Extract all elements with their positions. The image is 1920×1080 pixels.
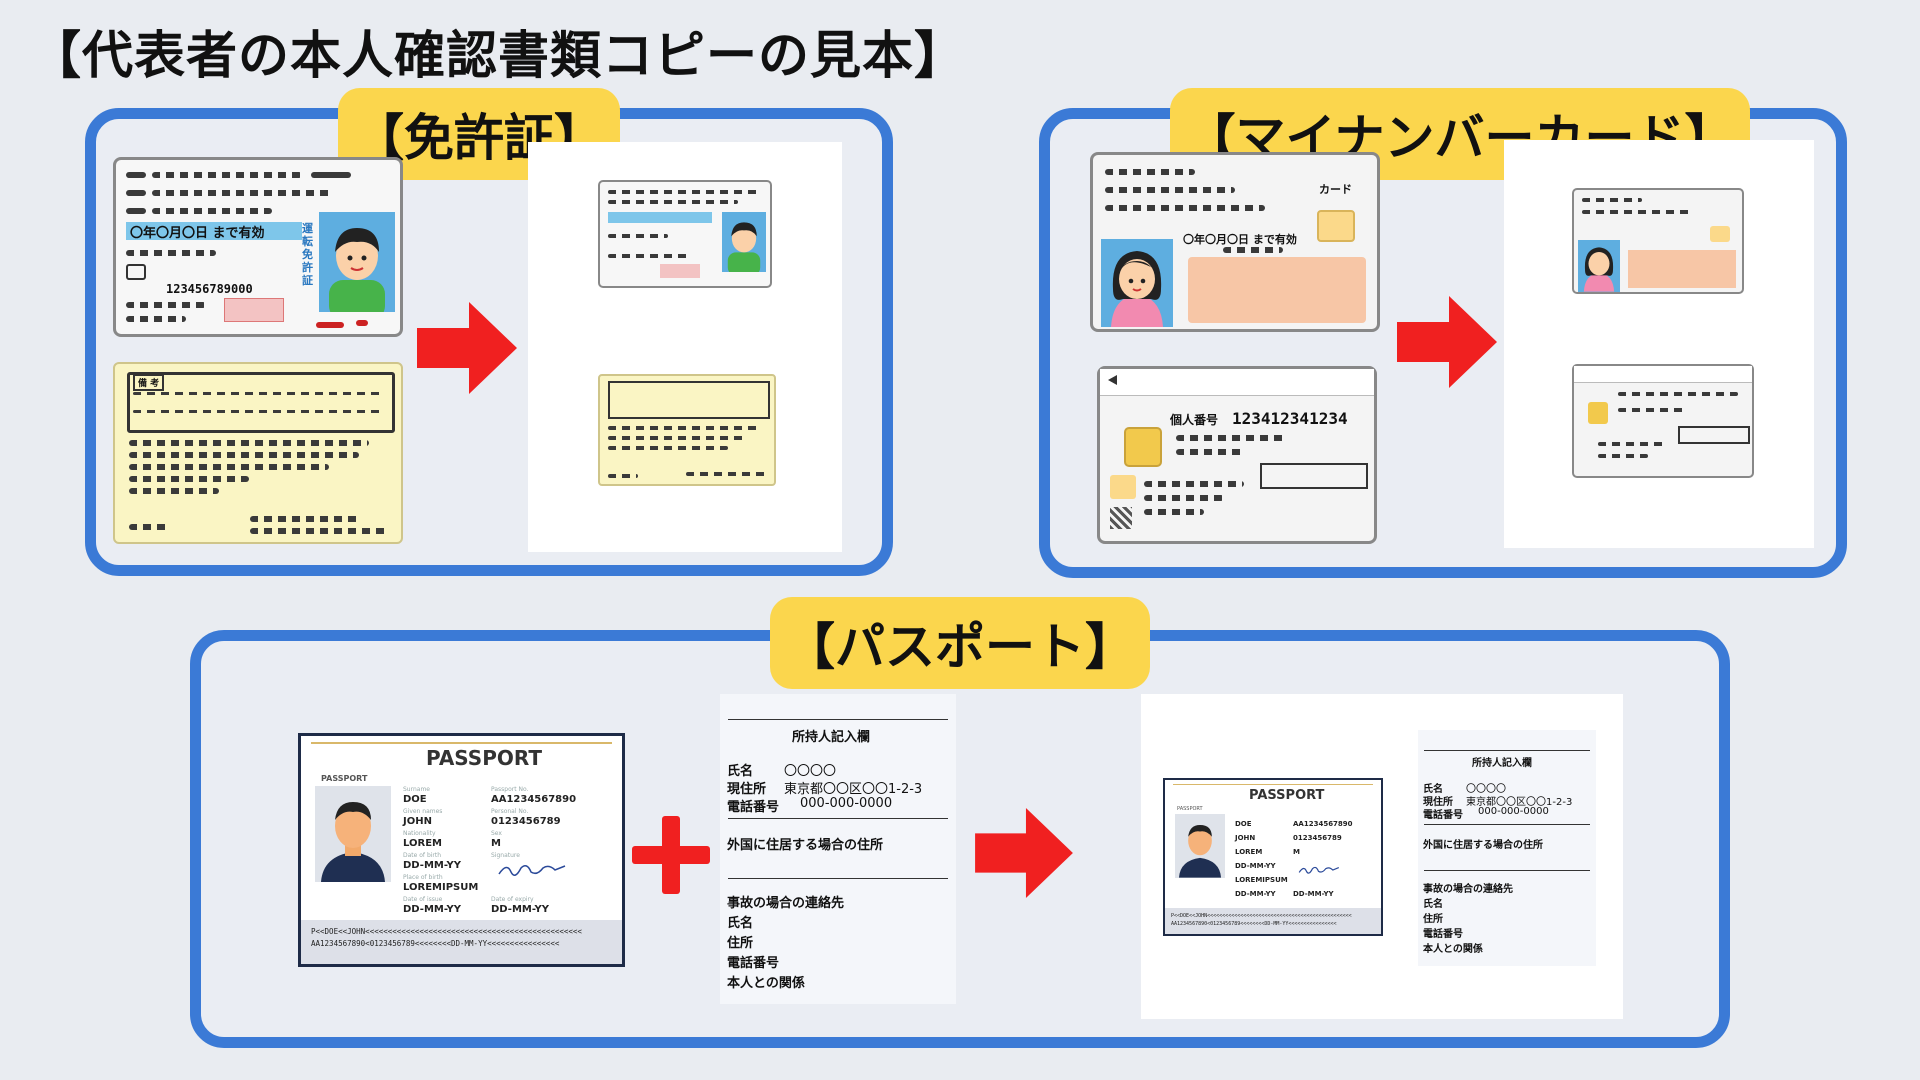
passport-copy-dob: DD-MM-YY bbox=[1235, 862, 1276, 870]
passport-copy-personal: 0123456789 bbox=[1293, 834, 1342, 842]
passport-title: PASSPORT bbox=[426, 746, 543, 770]
passport-mrz-line1: P<<DOE<<JOHN<<<<<<<<<<<<<<<<<<<<<<<<<<<<… bbox=[311, 927, 582, 936]
passport-copy-mrz: P<<DOE<<JOHN<<<<<<<<<<<<<<<<<<<<<<<<<<<<… bbox=[1165, 908, 1381, 934]
form-copy-address-label: 現住所 bbox=[1423, 797, 1453, 808]
form-phone-label: 電話番号 bbox=[727, 800, 780, 815]
mynumber-number: 123412341234 bbox=[1232, 409, 1348, 428]
form-copy-e-address: 住所 bbox=[1423, 914, 1443, 925]
license-number: 123456789000 bbox=[166, 282, 253, 296]
passport-copy-small: PASSPORT bbox=[1177, 806, 1203, 812]
passport-copy-given: JOHN bbox=[1235, 834, 1256, 842]
passport-place: LOREMIPSUM bbox=[403, 882, 479, 893]
passport-surname: DOE bbox=[403, 794, 427, 805]
passport-copy-place: LOREMIPSUM bbox=[1235, 876, 1288, 884]
license-back-card: 備 考 bbox=[113, 362, 403, 544]
passport-copy-sex: M bbox=[1293, 848, 1300, 856]
holder-form-copy: 所持人記入欄 氏名 〇〇〇〇 現住所 東京都〇〇区〇〇1-2-3 電話番号 00… bbox=[1418, 730, 1596, 966]
passport-mrz: P<<DOE<<JOHN<<<<<<<<<<<<<<<<<<<<<<<<<<<<… bbox=[301, 920, 622, 964]
passport-mrz-line2: AA1234567890<0123456789<<<<<<<<DD-MM-YY<… bbox=[311, 939, 560, 948]
passport-copy-number: AA1234567890 bbox=[1293, 820, 1353, 828]
mynumber-number-label: 個人番号 bbox=[1170, 413, 1219, 427]
mynumber-back-card: 個人番号 123412341234 bbox=[1097, 366, 1377, 544]
passport-copy-mrz2: AA1234567890<0123456789<<<<<<<<DD-MM-YY<… bbox=[1171, 921, 1337, 927]
passport-document-copy: PASSPORT PASSPORT DOE JOHN LOREM DD-MM-Y… bbox=[1163, 778, 1383, 936]
license-back-label: 備 考 bbox=[133, 374, 165, 391]
mynumber-photo bbox=[1101, 239, 1173, 327]
form-e-address: 住所 bbox=[727, 936, 754, 951]
form-copy-e-phone: 電話番号 bbox=[1423, 929, 1463, 940]
passport-given: JOHN bbox=[403, 816, 432, 827]
license-front-card: 〇年〇月〇日 まで有効 123456789000 運転免許証 bbox=[113, 157, 403, 337]
form-foreign-address: 外国に住居する場合の住所 bbox=[727, 838, 884, 853]
passport-copy-title: PASSPORT bbox=[1249, 788, 1325, 803]
passport-arrow-icon bbox=[975, 808, 1073, 898]
form-copy-emergency: 事故の場合の連絡先 bbox=[1423, 884, 1513, 895]
mynumber-front-copy bbox=[1572, 188, 1744, 294]
form-copy-foreign: 外国に住居する場合の住所 bbox=[1423, 840, 1543, 851]
passport-sex: M bbox=[491, 838, 501, 849]
license-arrow-icon bbox=[417, 302, 517, 394]
passport-copy-mrz1: P<<DOE<<JOHN<<<<<<<<<<<<<<<<<<<<<<<<<<<<… bbox=[1171, 913, 1352, 919]
form-copy-heading: 所持人記入欄 bbox=[1472, 758, 1532, 769]
mynumber-copy-paper bbox=[1504, 140, 1814, 548]
form-emergency: 事故の場合の連絡先 bbox=[727, 896, 845, 911]
passport-copy-expiry: DD-MM-YY bbox=[1293, 890, 1334, 898]
form-address-label: 現住所 bbox=[727, 782, 767, 797]
license-photo bbox=[319, 212, 395, 312]
plus-icon bbox=[632, 816, 710, 894]
form-phone-value: 000-000-0000 bbox=[800, 796, 893, 811]
passport-signature-icon bbox=[498, 865, 566, 876]
passport-number: AA1234567890 bbox=[491, 794, 577, 805]
form-e-phone: 電話番号 bbox=[727, 956, 780, 971]
form-copy-e-name: 氏名 bbox=[1423, 899, 1443, 910]
form-e-relation: 本人との関係 bbox=[727, 976, 805, 991]
form-copy-phone-value: 000-000-0000 bbox=[1478, 806, 1549, 817]
license-copy-paper bbox=[528, 142, 842, 552]
form-name-value: 〇〇〇〇 bbox=[784, 764, 837, 779]
form-e-name: 氏名 bbox=[727, 916, 754, 931]
license-expiry: 〇年〇月〇日 まで有効 bbox=[130, 226, 265, 241]
form-copy-e-relation: 本人との関係 bbox=[1423, 944, 1483, 955]
license-back-copy bbox=[598, 374, 776, 486]
form-copy-name-label: 氏名 bbox=[1423, 784, 1443, 795]
passport-copy-surname: DOE bbox=[1235, 820, 1252, 828]
form-copy-name-value: 〇〇〇〇 bbox=[1466, 784, 1506, 795]
mynumber-front-card: カード 〇年〇月〇日 まで有効 bbox=[1090, 152, 1380, 332]
license-front-copy bbox=[598, 180, 772, 288]
form-name-label: 氏名 bbox=[727, 764, 754, 779]
mynumber-back-copy bbox=[1572, 364, 1754, 478]
holder-form: 所持人記入欄 氏名 〇〇〇〇 現住所 東京都〇〇区〇〇1-2-3 電話番号 00… bbox=[720, 694, 956, 1004]
form-address-value: 東京都〇〇区〇〇1-2-3 bbox=[784, 782, 923, 797]
mynumber-card-label: カード bbox=[1319, 183, 1352, 196]
passport-copy-paper: PASSPORT PASSPORT DOE JOHN LOREM DD-MM-Y… bbox=[1141, 694, 1623, 1019]
mynumber-arrow-icon bbox=[1397, 296, 1497, 388]
passport-small-label: PASSPORT bbox=[321, 774, 368, 783]
passport-photo bbox=[315, 786, 391, 882]
passport-copy-nationality: LOREM bbox=[1235, 848, 1263, 856]
form-copy-phone-label: 電話番号 bbox=[1423, 810, 1463, 821]
passport-nationality: LOREM bbox=[403, 838, 442, 849]
form-copy-address-value: 東京都〇〇区〇〇1-2-3 bbox=[1466, 797, 1573, 808]
form-heading: 所持人記入欄 bbox=[792, 730, 871, 745]
passport-personal-number: 0123456789 bbox=[491, 816, 561, 827]
passport-copy-issue: DD-MM-YY bbox=[1235, 890, 1276, 898]
license-kind-label: 運転免許証 bbox=[302, 222, 313, 287]
passport-tag: 【パスポート】 bbox=[770, 597, 1150, 689]
mynumber-expiry: 〇年〇月〇日 まで有効 bbox=[1183, 233, 1297, 246]
passport-issue: DD-MM-YY bbox=[403, 904, 462, 915]
passport-document: PASSPORT PASSPORT Surname DOE Given name… bbox=[298, 733, 625, 967]
page-title: 【代表者の本人確認書類コピーの見本】 bbox=[30, 27, 967, 86]
passport-dob: DD-MM-YY bbox=[403, 860, 462, 871]
passport-expiry: DD-MM-YY bbox=[491, 904, 550, 915]
